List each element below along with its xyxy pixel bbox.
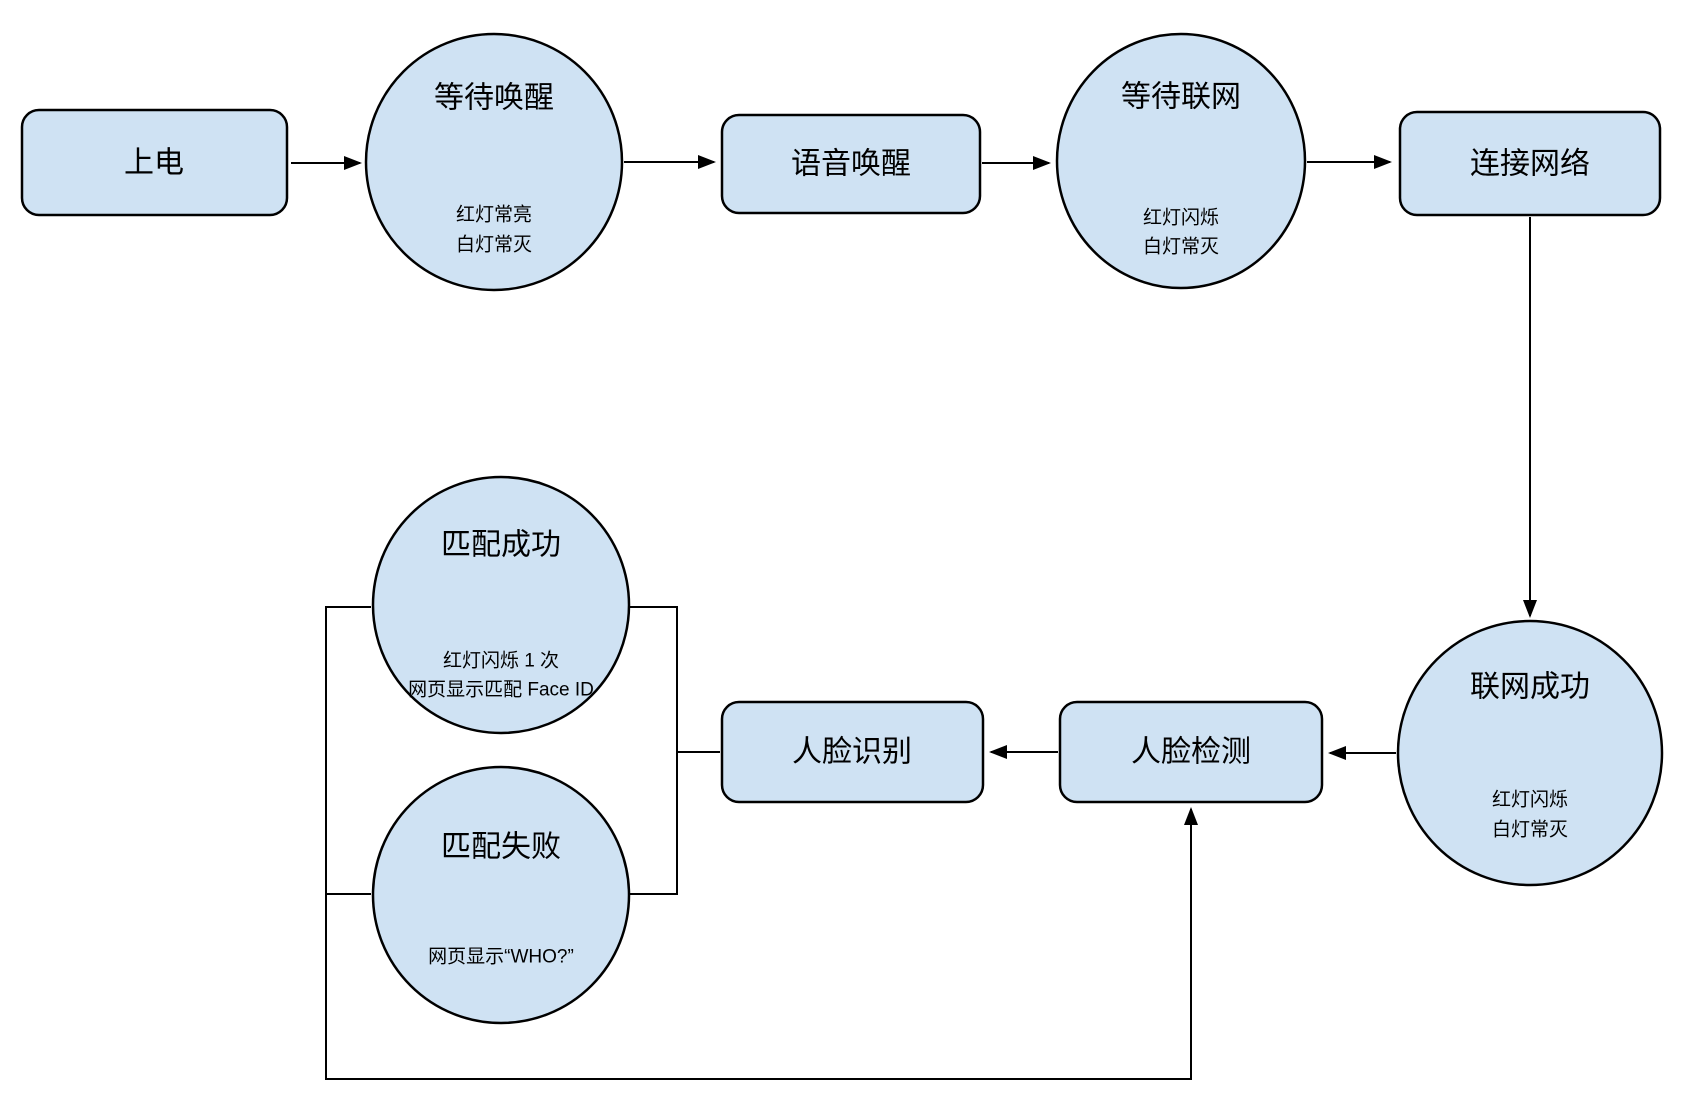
node-voice-wake-shape (720, 113, 982, 215)
node-wait-wake: 等待唤醒 红灯常亮 白灯常灭 (364, 32, 624, 292)
node-network-success-subtext-1: 红灯闪烁 (1492, 789, 1568, 811)
node-wait-network-subtext-1: 红灯闪烁 (1143, 207, 1219, 229)
node-power-on: 上电 (20, 108, 289, 217)
node-wait-wake-shape (364, 32, 624, 292)
node-connect-network: 连接网络 (1398, 110, 1662, 217)
nodes: 上电 等待唤醒 红灯常亮 白灯常灭 语音唤醒 等待联网 红灯闪烁 白灯常灭 连接 (20, 32, 1664, 1025)
node-wait-wake-subtext-2: 白灯常灭 (456, 234, 532, 256)
node-match-fail-shape (371, 765, 631, 1025)
node-match-fail-label: 匹配失败 (441, 831, 561, 864)
node-face-recognize: 人脸识别 (720, 700, 985, 804)
node-match-success: 匹配成功 红灯闪烁 1 次 网页显示匹配 Face ID (371, 475, 631, 735)
node-power-on-label: 上电 (124, 147, 184, 180)
node-wait-wake-subtext-1: 红灯常亮 (456, 204, 532, 226)
node-network-success-label: 联网成功 (1470, 671, 1590, 704)
node-face-detect-shape (1058, 700, 1324, 804)
node-wait-wake-label: 等待唤醒 (434, 82, 554, 115)
node-wait-network-shape (1055, 32, 1307, 290)
node-match-success-shape (371, 475, 631, 735)
connector-match-circles-right (625, 606, 678, 895)
node-match-success-label: 匹配成功 (441, 529, 561, 562)
node-match-fail: 匹配失败 网页显示“WHO?” (371, 765, 631, 1025)
connector-loop-back-to-face-detect (325, 606, 1198, 1080)
node-network-success-subtext-2: 白灯常灭 (1492, 819, 1568, 841)
node-face-recognize-shape (720, 700, 985, 804)
node-wait-network-label: 等待联网 (1121, 81, 1241, 114)
node-wait-network: 等待联网 红灯闪烁 白灯常灭 (1055, 32, 1307, 290)
node-voice-wake-label: 语音唤醒 (791, 148, 911, 181)
node-wait-network-subtext-2: 白灯常灭 (1143, 236, 1219, 258)
node-face-recognize-label: 人脸识别 (792, 736, 912, 769)
node-network-success-shape (1396, 619, 1664, 887)
node-match-success-subtext-1: 红灯闪烁 1 次 (443, 650, 559, 672)
node-power-on-shape (20, 108, 289, 217)
node-voice-wake: 语音唤醒 (720, 113, 982, 215)
node-network-success: 联网成功 红灯闪烁 白灯常灭 (1396, 619, 1664, 887)
node-face-detect: 人脸检测 (1058, 700, 1324, 804)
node-face-detect-label: 人脸检测 (1131, 736, 1251, 769)
node-connect-network-label: 连接网络 (1470, 148, 1590, 181)
node-connect-network-shape (1398, 110, 1662, 217)
node-match-success-subtext-2: 网页显示匹配 Face ID (408, 680, 594, 701)
connectors (291, 155, 1537, 1080)
node-match-fail-subtext-1: 网页显示“WHO?” (428, 947, 574, 968)
